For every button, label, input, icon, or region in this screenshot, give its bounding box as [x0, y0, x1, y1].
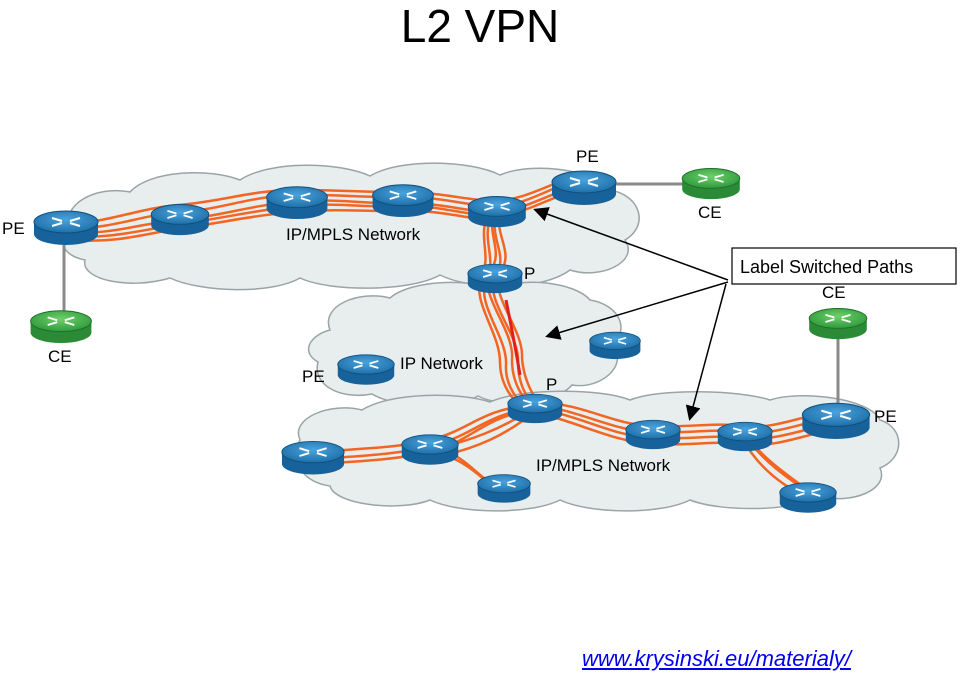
router-pe-ip-network-icon	[336, 353, 396, 386]
router-p-bottom-icon	[506, 393, 564, 424]
router-bottom-3-icon	[476, 473, 532, 504]
network-label-bottom: IP/MPLS Network	[536, 456, 671, 475]
router-top-1-icon	[150, 203, 210, 236]
router-bottom-6-icon	[778, 481, 838, 514]
router-pe-top-icon	[550, 169, 618, 206]
router-ip-network-icon	[588, 331, 642, 360]
label-ce-top: CE	[698, 203, 722, 222]
router-bottom-2-icon	[400, 433, 460, 466]
router-bottom-4-icon	[624, 419, 682, 450]
network-label-top: IP/MPLS Network	[286, 225, 421, 244]
network-label-ip: IP Network	[400, 354, 483, 373]
router-bottom-5-icon	[716, 421, 774, 452]
label-p-top: P	[524, 264, 535, 283]
label-ce-left: CE	[48, 347, 72, 366]
label-pe-top: PE	[576, 147, 599, 166]
router-top-3-icon	[371, 183, 435, 218]
router-ce-right-icon	[808, 307, 868, 340]
label-ce-right: CE	[822, 283, 846, 302]
label-pe-right: PE	[874, 407, 897, 426]
lsp-core-highlight	[504, 299, 522, 376]
callout-arrows	[533, 207, 729, 421]
router-top-4-icon	[467, 195, 527, 228]
router-bottom-left-icon	[280, 440, 346, 476]
callout-label: Label Switched Paths	[740, 257, 913, 277]
router-pe-left-icon	[33, 210, 99, 246]
label-pe-ip: PE	[302, 367, 325, 386]
label-pe-left: PE	[2, 219, 25, 238]
router-ce-top-icon	[681, 167, 741, 200]
cloud-ip-network	[307, 281, 622, 407]
slide-title: L2 VPN	[400, 0, 560, 52]
label-p-bottom: P	[546, 375, 557, 394]
router-pe-right-icon	[801, 402, 871, 440]
callout-box	[731, 247, 957, 285]
footer-link[interactable]: www.krysinski.eu/materialy/	[582, 646, 851, 671]
router-top-2-icon	[265, 185, 329, 220]
router-ce-left-icon	[29, 309, 93, 344]
cloud-bottom-ip-mpls	[295, 390, 900, 512]
router-p-top-icon	[466, 263, 524, 294]
